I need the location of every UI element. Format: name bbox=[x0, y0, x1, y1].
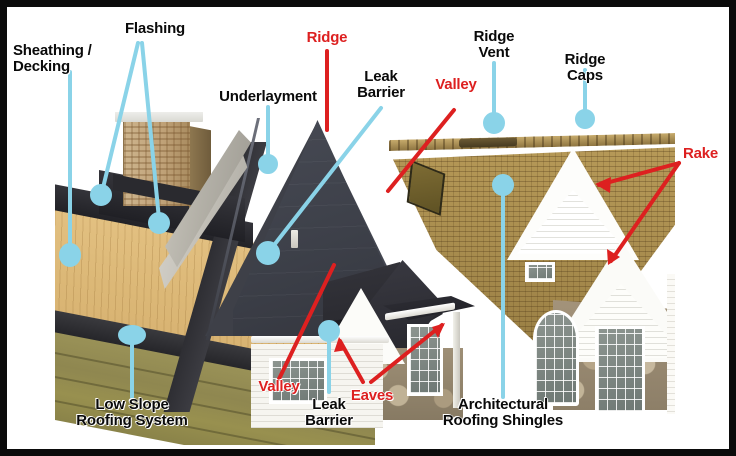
diagram-canvas: Sheathing / Decking Flashing Underlaymen… bbox=[7, 7, 729, 449]
label-rake: Rake bbox=[683, 145, 719, 162]
arrowhead-rake-b bbox=[607, 249, 620, 265]
window-right bbox=[595, 326, 645, 414]
label-low-slope: Low Slope Roofing System bbox=[76, 396, 188, 429]
label-valley-top: Valley bbox=[435, 76, 477, 93]
leader-lines bbox=[59, 41, 681, 399]
annotation-layer: Sheathing / Decking Flashing Underlaymen… bbox=[7, 7, 729, 449]
arrowhead-eaves-b bbox=[432, 323, 445, 338]
leader-flashing-b bbox=[140, 41, 161, 221]
label-underlayment: Underlayment bbox=[219, 88, 317, 105]
label-sheathing-decking: Sheathing / Decking bbox=[13, 42, 92, 75]
right-siding-wall bbox=[667, 274, 675, 414]
leader-rake-a bbox=[597, 161, 681, 187]
window-center bbox=[407, 324, 443, 396]
roof-pipe-vent bbox=[291, 230, 298, 248]
label-ridge-caps: Ridge Caps bbox=[564, 51, 606, 84]
label-eaves: Eaves bbox=[350, 387, 394, 404]
window-gable-vent bbox=[525, 262, 555, 282]
chimney-cap bbox=[115, 112, 203, 122]
label-leak-barrier-top: Leak Barrier bbox=[357, 68, 405, 101]
downspout bbox=[453, 312, 460, 408]
window-left bbox=[269, 358, 327, 404]
label-valley-bottom: Valley bbox=[258, 378, 300, 395]
arrowhead-eaves-a bbox=[334, 337, 347, 352]
roof-photo-illustration bbox=[55, 112, 675, 445]
window-arched-main bbox=[533, 310, 579, 406]
label-architectural-shingles: Architectural Roofing Shingles bbox=[442, 396, 564, 429]
label-ridge: Ridge bbox=[306, 29, 348, 46]
leader-flashing-a bbox=[100, 41, 140, 194]
leader-eaves-b bbox=[369, 323, 444, 384]
leader-leak-barrier-top bbox=[269, 106, 383, 251]
leader-valley-top bbox=[386, 108, 456, 193]
label-flashing: Flashing bbox=[124, 20, 186, 37]
leader-rake-b bbox=[609, 161, 681, 263]
label-ridge-vent: Ridge Vent bbox=[473, 28, 515, 61]
arrowhead-rake-a bbox=[595, 177, 611, 193]
leader-valley-bottom bbox=[277, 263, 336, 381]
label-leak-barrier-bottom: Leak Barrier bbox=[305, 396, 353, 429]
gutter-left bbox=[251, 336, 389, 343]
